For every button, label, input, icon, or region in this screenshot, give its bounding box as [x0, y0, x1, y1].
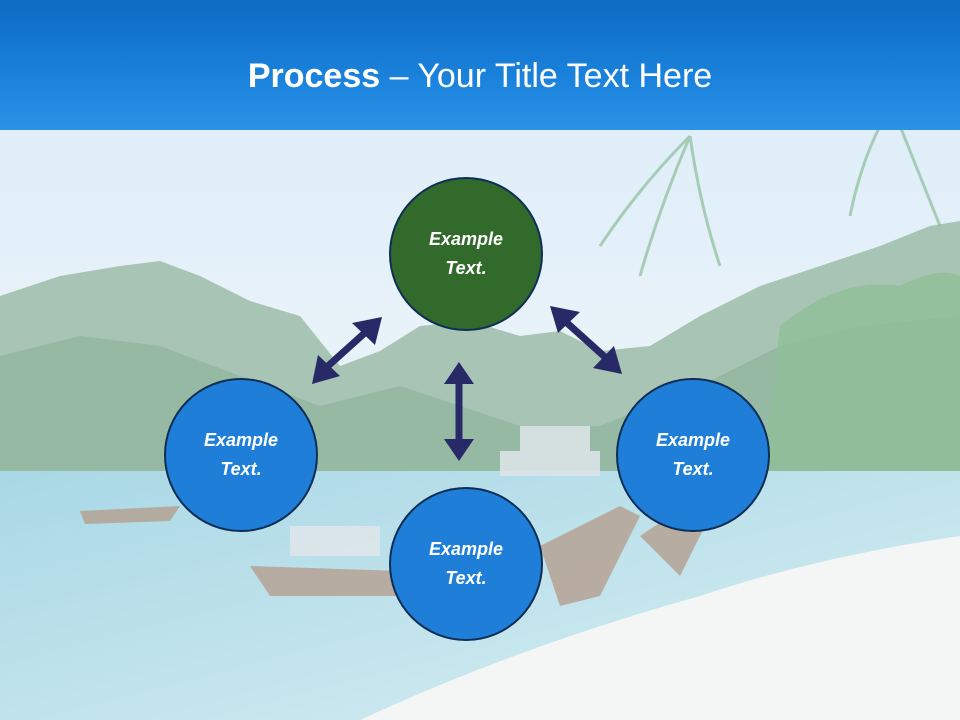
slide-title: Process – Your Title Text Here — [0, 54, 960, 98]
node-top: Example Text. — [389, 177, 543, 331]
node-bottom-label: Example Text. — [428, 539, 504, 588]
title-rest: – Your Title Text Here — [380, 57, 713, 95]
node-bottom: Example Text. — [389, 487, 543, 641]
node-left: Example Text. — [164, 378, 318, 532]
node-left-label: Example Text. — [203, 430, 279, 479]
node-right-label: Example Text. — [655, 430, 731, 479]
title-bold: Process — [247, 57, 381, 95]
title-bar — [0, 0, 960, 130]
node-right: Example Text. — [616, 378, 770, 532]
node-top-label: Example Text. — [428, 229, 504, 278]
